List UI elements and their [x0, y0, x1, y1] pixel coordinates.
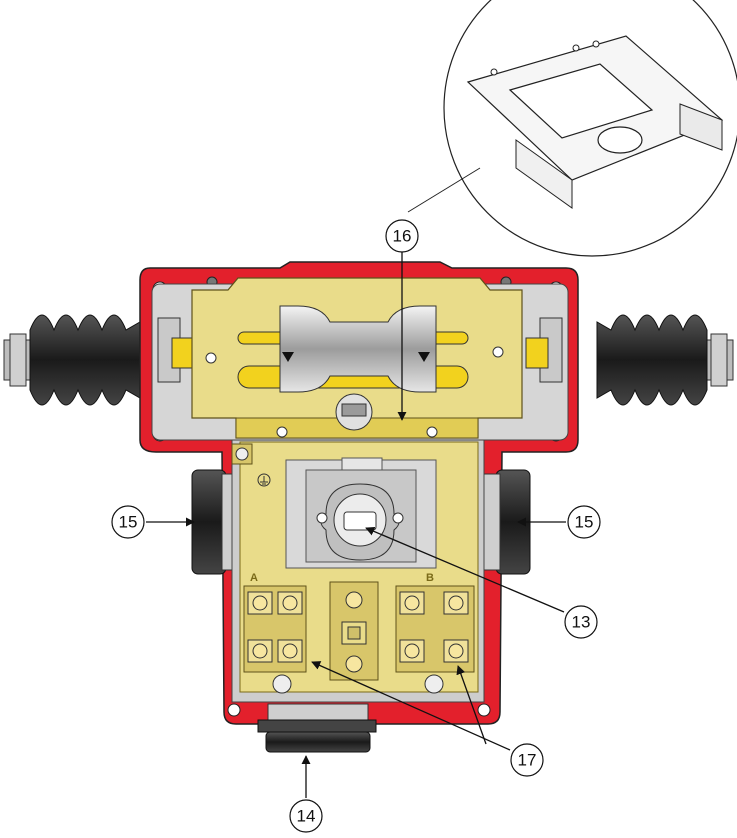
callout-17: 17 [510, 743, 544, 777]
bottom-cable-gland [257, 703, 377, 753]
callout-14: 14 [289, 799, 323, 833]
callout-13: 13 [564, 605, 598, 639]
svg-text:13: 13 [572, 613, 591, 632]
left-boot [3, 314, 141, 406]
svg-text:16: 16 [393, 227, 412, 246]
svg-text:15: 15 [575, 513, 594, 532]
callout-15-right: 15 [567, 505, 601, 539]
terminal-block-b: B [395, 572, 475, 673]
ground-symbol-icon [257, 473, 271, 487]
terminal-block-center [329, 581, 379, 681]
callout-16: 16 [385, 219, 419, 253]
svg-text:14: 14 [297, 807, 316, 826]
bottom-screws [272, 674, 444, 694]
callout-15-left: 15 [111, 505, 145, 539]
right-boot [596, 314, 734, 406]
bracket-detail [466, 35, 724, 209]
leader-lines [146, 252, 566, 798]
terminal-label-a: A [250, 572, 258, 584]
terminal-block-a: A [243, 572, 307, 673]
detail-zoom-circle [407, 0, 737, 257]
svg-text:15: 15 [119, 513, 138, 532]
svg-text:17: 17 [518, 751, 537, 770]
ground-terminal [231, 443, 253, 465]
terminal-label-b: B [426, 572, 434, 584]
right-cable-gland [481, 469, 531, 575]
actuator-plate [157, 277, 563, 439]
